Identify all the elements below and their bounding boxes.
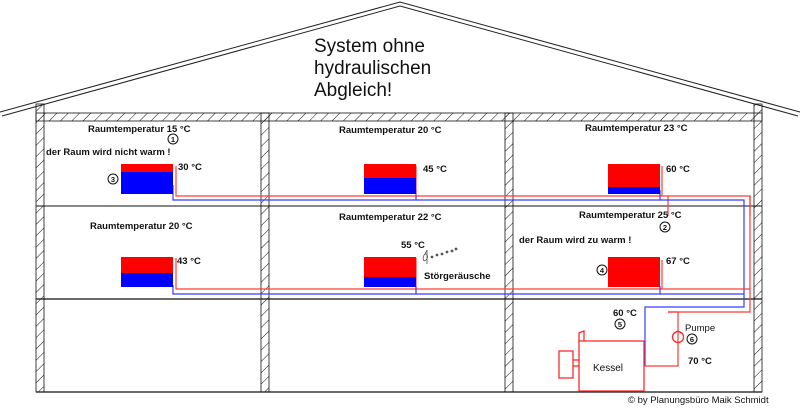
radiator-cold-zone <box>121 273 173 287</box>
return-marker-number: 5 <box>618 320 622 329</box>
radiators <box>121 164 660 287</box>
room-temp-label: Raumtemperatur 22 °C <box>339 212 442 223</box>
room-upper-right: Raumtemperatur 23 °C 60 °C <box>585 123 690 175</box>
radiator-middle-right <box>608 257 660 287</box>
building-walls <box>35 103 763 393</box>
radiator-cold-zone <box>608 187 660 194</box>
radiator-temp: 67 °C <box>666 256 690 267</box>
boiler-label: Kessel <box>593 363 623 374</box>
room-temp-label: Raumtemperatur 20 °C <box>90 221 193 232</box>
radiator-marker-number: 3 <box>111 175 115 184</box>
radiator-upper-right <box>608 164 660 194</box>
room-middle-right: Raumtemperatur 25 °C 2 der Raum wird zu … <box>519 210 690 276</box>
room-middle-left: Raumtemperatur 20 °C 43 °C <box>90 221 201 267</box>
noise-label: Störgeräusche <box>424 271 491 282</box>
radiator-cold-zone <box>364 178 416 194</box>
diagram-title: System ohne hydraulischen Abgleich! <box>314 36 431 101</box>
title-line-2: hydraulischen <box>314 58 431 79</box>
return-temp: 60 °C <box>613 308 637 319</box>
room-temp-label: Raumtemperatur 15 °C <box>88 124 191 135</box>
room-temp-label: Raumtemperatur 23 °C <box>585 123 688 134</box>
title-line-3: Abgleich! <box>314 80 392 101</box>
radiator-temp: 45 °C <box>423 164 447 175</box>
radiator-cold-zone <box>364 277 416 287</box>
radiator-hot-zone <box>608 164 660 187</box>
room-temp-label: Raumtemperatur 25 °C <box>579 210 682 221</box>
radiator-hot-zone <box>121 164 173 172</box>
room-note: der Raum wird nicht warm ! <box>46 147 171 158</box>
radiator-upper-left <box>121 164 173 194</box>
room-upper-left: Raumtemperatur 15 °C 1 der Raum wird nic… <box>46 124 202 185</box>
pump-marker-number: 6 <box>690 335 694 344</box>
roof <box>0 1 800 117</box>
marker-number: 1 <box>171 135 175 144</box>
marker-number: 2 <box>663 223 667 232</box>
radiator-hot-zone <box>121 257 173 273</box>
radiator-cold-zone <box>121 172 173 194</box>
noise-icon <box>422 247 458 264</box>
room-middle-middle: Raumtemperatur 22 °C 55 °C Störgeräusche <box>339 212 491 282</box>
boiler <box>558 330 645 392</box>
pump-label: Pumpe <box>685 323 715 334</box>
pipes <box>172 166 751 367</box>
copyright-notice: © by Planungsbüro Maik Schmidt <box>628 395 769 406</box>
return-pipe-boiler <box>644 300 745 366</box>
boiler-room: 60 °C 5 Kessel Pumpe 6 70 °C <box>558 308 715 392</box>
radiator-temp: 60 °C <box>666 164 690 175</box>
radiator-temp: 55 °C <box>401 240 425 251</box>
return-pipe-middle <box>172 285 744 295</box>
radiator-middle-left <box>121 257 173 287</box>
radiator-hot-zone <box>364 164 416 178</box>
title-line-1: System ohne <box>314 36 425 57</box>
room-upper-middle: Raumtemperatur 20 °C 45 °C <box>339 125 447 175</box>
radiator-temp: 30 °C <box>178 162 202 173</box>
supply-pipe-boiler <box>644 311 679 367</box>
supply-pipe-middle <box>175 258 750 290</box>
radiator-middle-middle <box>364 257 416 287</box>
pump-icon <box>671 330 685 344</box>
room-temp-label: Raumtemperatur 20 °C <box>339 125 442 136</box>
room-note: der Raum wird zu warm ! <box>519 235 631 246</box>
radiator-temp: 43 °C <box>177 256 201 267</box>
radiator-hot-zone <box>364 257 416 277</box>
radiator-marker-number: 4 <box>600 266 605 275</box>
radiator-hot-zone <box>608 257 660 287</box>
radiator-upper-middle <box>364 164 416 194</box>
supply-temp: 70 °C <box>688 356 712 367</box>
